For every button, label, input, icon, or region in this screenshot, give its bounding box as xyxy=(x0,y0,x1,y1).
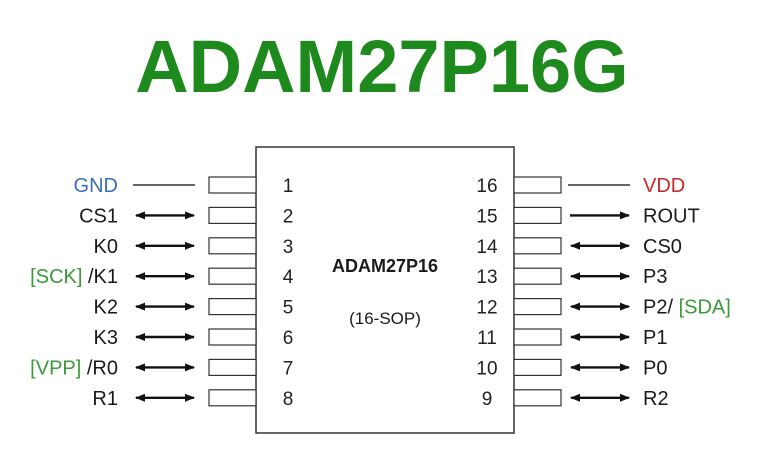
pin-pad-left xyxy=(208,358,257,376)
pin-number: 12 xyxy=(476,298,497,319)
pin-signal-name: P0 xyxy=(643,357,667,379)
pin-signal-name: CS1 xyxy=(79,205,118,227)
pin-signal-name: P1 xyxy=(643,327,667,349)
pin-label-right: P0 xyxy=(643,357,667,379)
pin-label-right: ROUT xyxy=(643,205,700,227)
pin-number: 7 xyxy=(283,358,294,379)
pin-label-right: R2 xyxy=(643,388,669,410)
pin-pad-right xyxy=(513,298,562,316)
pin-label-left: [SCK] /K1 xyxy=(30,266,118,288)
pin-number: 13 xyxy=(476,267,497,288)
pin-number: 6 xyxy=(283,328,294,349)
pin-signal-name: /K1 xyxy=(88,266,118,288)
pin-pad-left xyxy=(208,206,257,224)
pin-signal-name: CS0 xyxy=(643,236,682,258)
pin-pad-left xyxy=(208,267,257,285)
pin-signal-name: R1 xyxy=(92,388,118,410)
chip-name: ADAM27P16 xyxy=(332,256,438,276)
pin-pad-right xyxy=(513,237,562,255)
pin-label-left: K0 xyxy=(94,236,118,258)
pin-signal-name: R2 xyxy=(643,388,669,410)
pin-label-left: K3 xyxy=(94,327,118,349)
pin-signal-name: P2/ xyxy=(643,297,673,319)
pin-signal-name: VDD xyxy=(643,175,685,197)
pin-number: 3 xyxy=(283,237,294,258)
pin-number: 15 xyxy=(476,206,497,227)
pin-signal-name: K3 xyxy=(94,327,118,349)
pin-signal-name: /R0 xyxy=(87,357,118,379)
pin-pad-left xyxy=(208,298,257,316)
pin-number: 5 xyxy=(283,298,294,319)
chip-package: (16-SOP) xyxy=(349,309,421,328)
pin-number: 16 xyxy=(476,176,497,197)
pin-number: 14 xyxy=(476,237,498,258)
pin-group: 1 GND 2 CS1 3 K0 4 [SCK] /K1 5 K2 6 K3 7 [VPP] /R0 8 R1… xyxy=(30,175,731,410)
pin-pad-right xyxy=(513,358,562,376)
pin-number: 8 xyxy=(283,389,294,410)
pin-label-right: P2/ [SDA] xyxy=(643,297,731,319)
pin-number: 11 xyxy=(477,328,497,349)
pin-pad-left xyxy=(208,389,257,407)
pin-pad-right xyxy=(513,328,562,346)
pin-pad-right xyxy=(513,389,562,407)
pin-label-left: R1 xyxy=(92,388,118,410)
pin-number: 4 xyxy=(283,267,294,288)
pin-number: 1 xyxy=(283,176,294,197)
chip-body xyxy=(255,146,515,434)
pin-label-left: CS1 xyxy=(79,205,118,227)
pin-label-right: P3 xyxy=(643,266,667,288)
pin-pad-left xyxy=(208,237,257,255)
pin-pad-left xyxy=(208,176,257,194)
diagram-title: ADAM27P16G xyxy=(135,25,629,108)
pin-signal-name: GND xyxy=(74,175,118,197)
pin-label-left: K2 xyxy=(94,297,118,319)
pin-label-right: VDD xyxy=(643,175,685,197)
pin-signal-name: ROUT xyxy=(643,205,700,227)
pin-alt-function: [SDA] xyxy=(673,297,731,319)
pin-alt-function: [VPP] xyxy=(30,357,87,379)
pin-signal-name: K2 xyxy=(94,297,118,319)
pin-label-left: [VPP] /R0 xyxy=(30,357,118,379)
pin-number: 10 xyxy=(476,358,497,379)
pin-label-right: P1 xyxy=(643,327,667,349)
pin-label-right: CS0 xyxy=(643,236,682,258)
pin-number: 2 xyxy=(283,206,294,227)
pin-pad-left xyxy=(208,328,257,346)
pin-pad-right xyxy=(513,267,562,285)
pin-signal-name: K0 xyxy=(94,236,118,258)
pin-label-left: GND xyxy=(74,175,118,197)
pin-alt-function: [SCK] xyxy=(30,266,88,288)
pin-pad-right xyxy=(513,206,562,224)
pin-pad-right xyxy=(513,176,562,194)
pin-signal-name: P3 xyxy=(643,266,667,288)
pin-number: 9 xyxy=(482,389,493,410)
